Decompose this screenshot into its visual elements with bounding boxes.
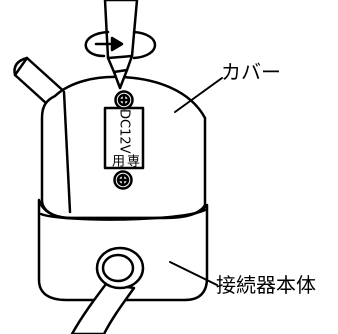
body-seam-line [39,208,207,221]
connector-body-label: 接続器本体 [216,273,316,297]
stamp-only: 専用 [109,153,139,167]
cover-leader-line [174,77,223,113]
body-leader-line [169,261,218,286]
cover-label: カバー [221,60,281,84]
top-screw [114,90,134,110]
label-plate-text: DC12V 専用 [106,109,142,167]
label-plate [103,106,145,170]
cover-ridge [62,90,72,214]
bottom-cable [70,246,145,334]
bottom-screw [113,170,133,190]
stamp-voltage: DC12V [116,109,132,154]
rotation-arrow-icon [84,30,156,60]
